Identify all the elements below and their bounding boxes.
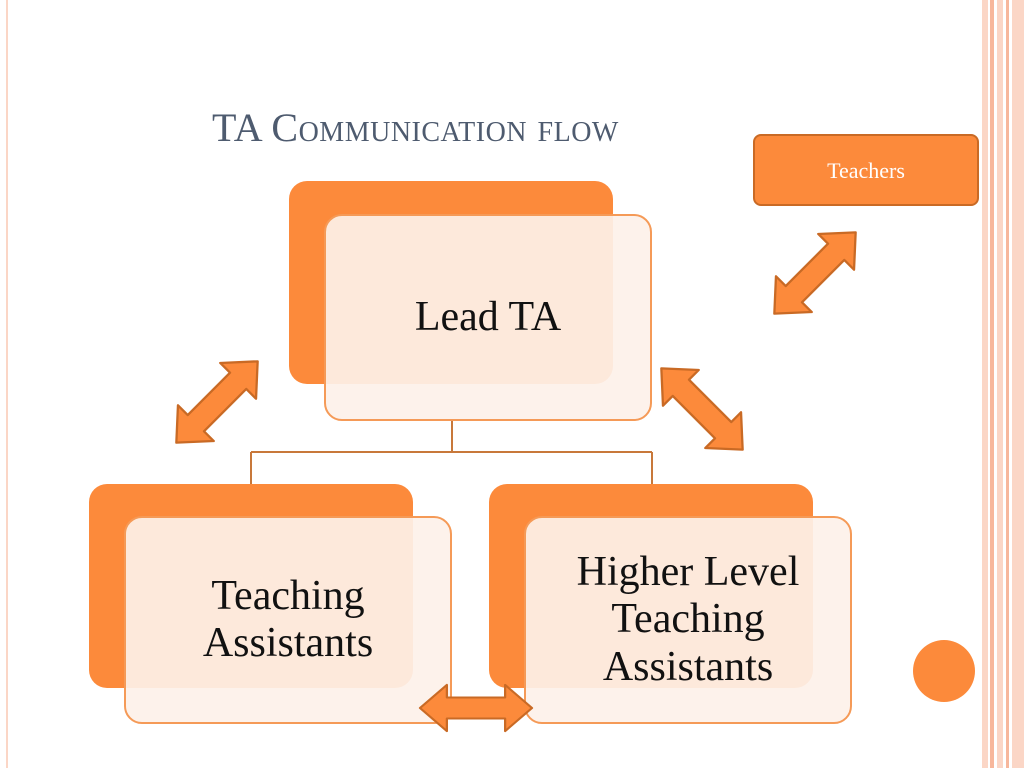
ta-label-line-2: Assistants [202,620,374,666]
edge-stripe-5 [1012,0,1024,768]
lead-ta-double-arrow-icon [157,342,277,462]
edge-stripe-4 [1006,0,1009,768]
teachers-lead-double-arrow-icon [755,213,875,333]
lead-ta-label: Lead TA [414,293,562,340]
teachers-label: Teachers [827,158,905,183]
edge-stripe-left [6,0,8,768]
ta-label-line-1: Teaching [211,572,365,619]
lead-hlta-double-arrow-icon [642,349,762,469]
teachers-box: Teachers [753,134,979,206]
decorative-circle [913,640,975,702]
edge-stripe-3 [997,0,1003,768]
hlta-label-line-2: Teaching [611,596,765,643]
hlta-label-line-3: Assistants [602,643,774,690]
lead-ta-node: Lead TA [324,214,652,421]
ta-hlta-double-arrow-icon [418,683,534,733]
hlta-label-line-1: Higher Level [576,549,800,596]
edge-stripe-2 [990,0,994,768]
higher-level-ta-node: Higher Level Teaching Assistants [524,516,852,724]
hierarchy-connector [250,420,653,484]
slide-title: TA Communication flow [212,105,619,150]
teaching-assistants-node: Teaching Assistants [124,516,452,724]
higher-level-ta-text: Higher Level Teaching Assistants [577,549,800,690]
teaching-assistants-text: Teaching Assistants [203,573,373,667]
edge-stripe-1 [982,0,988,768]
